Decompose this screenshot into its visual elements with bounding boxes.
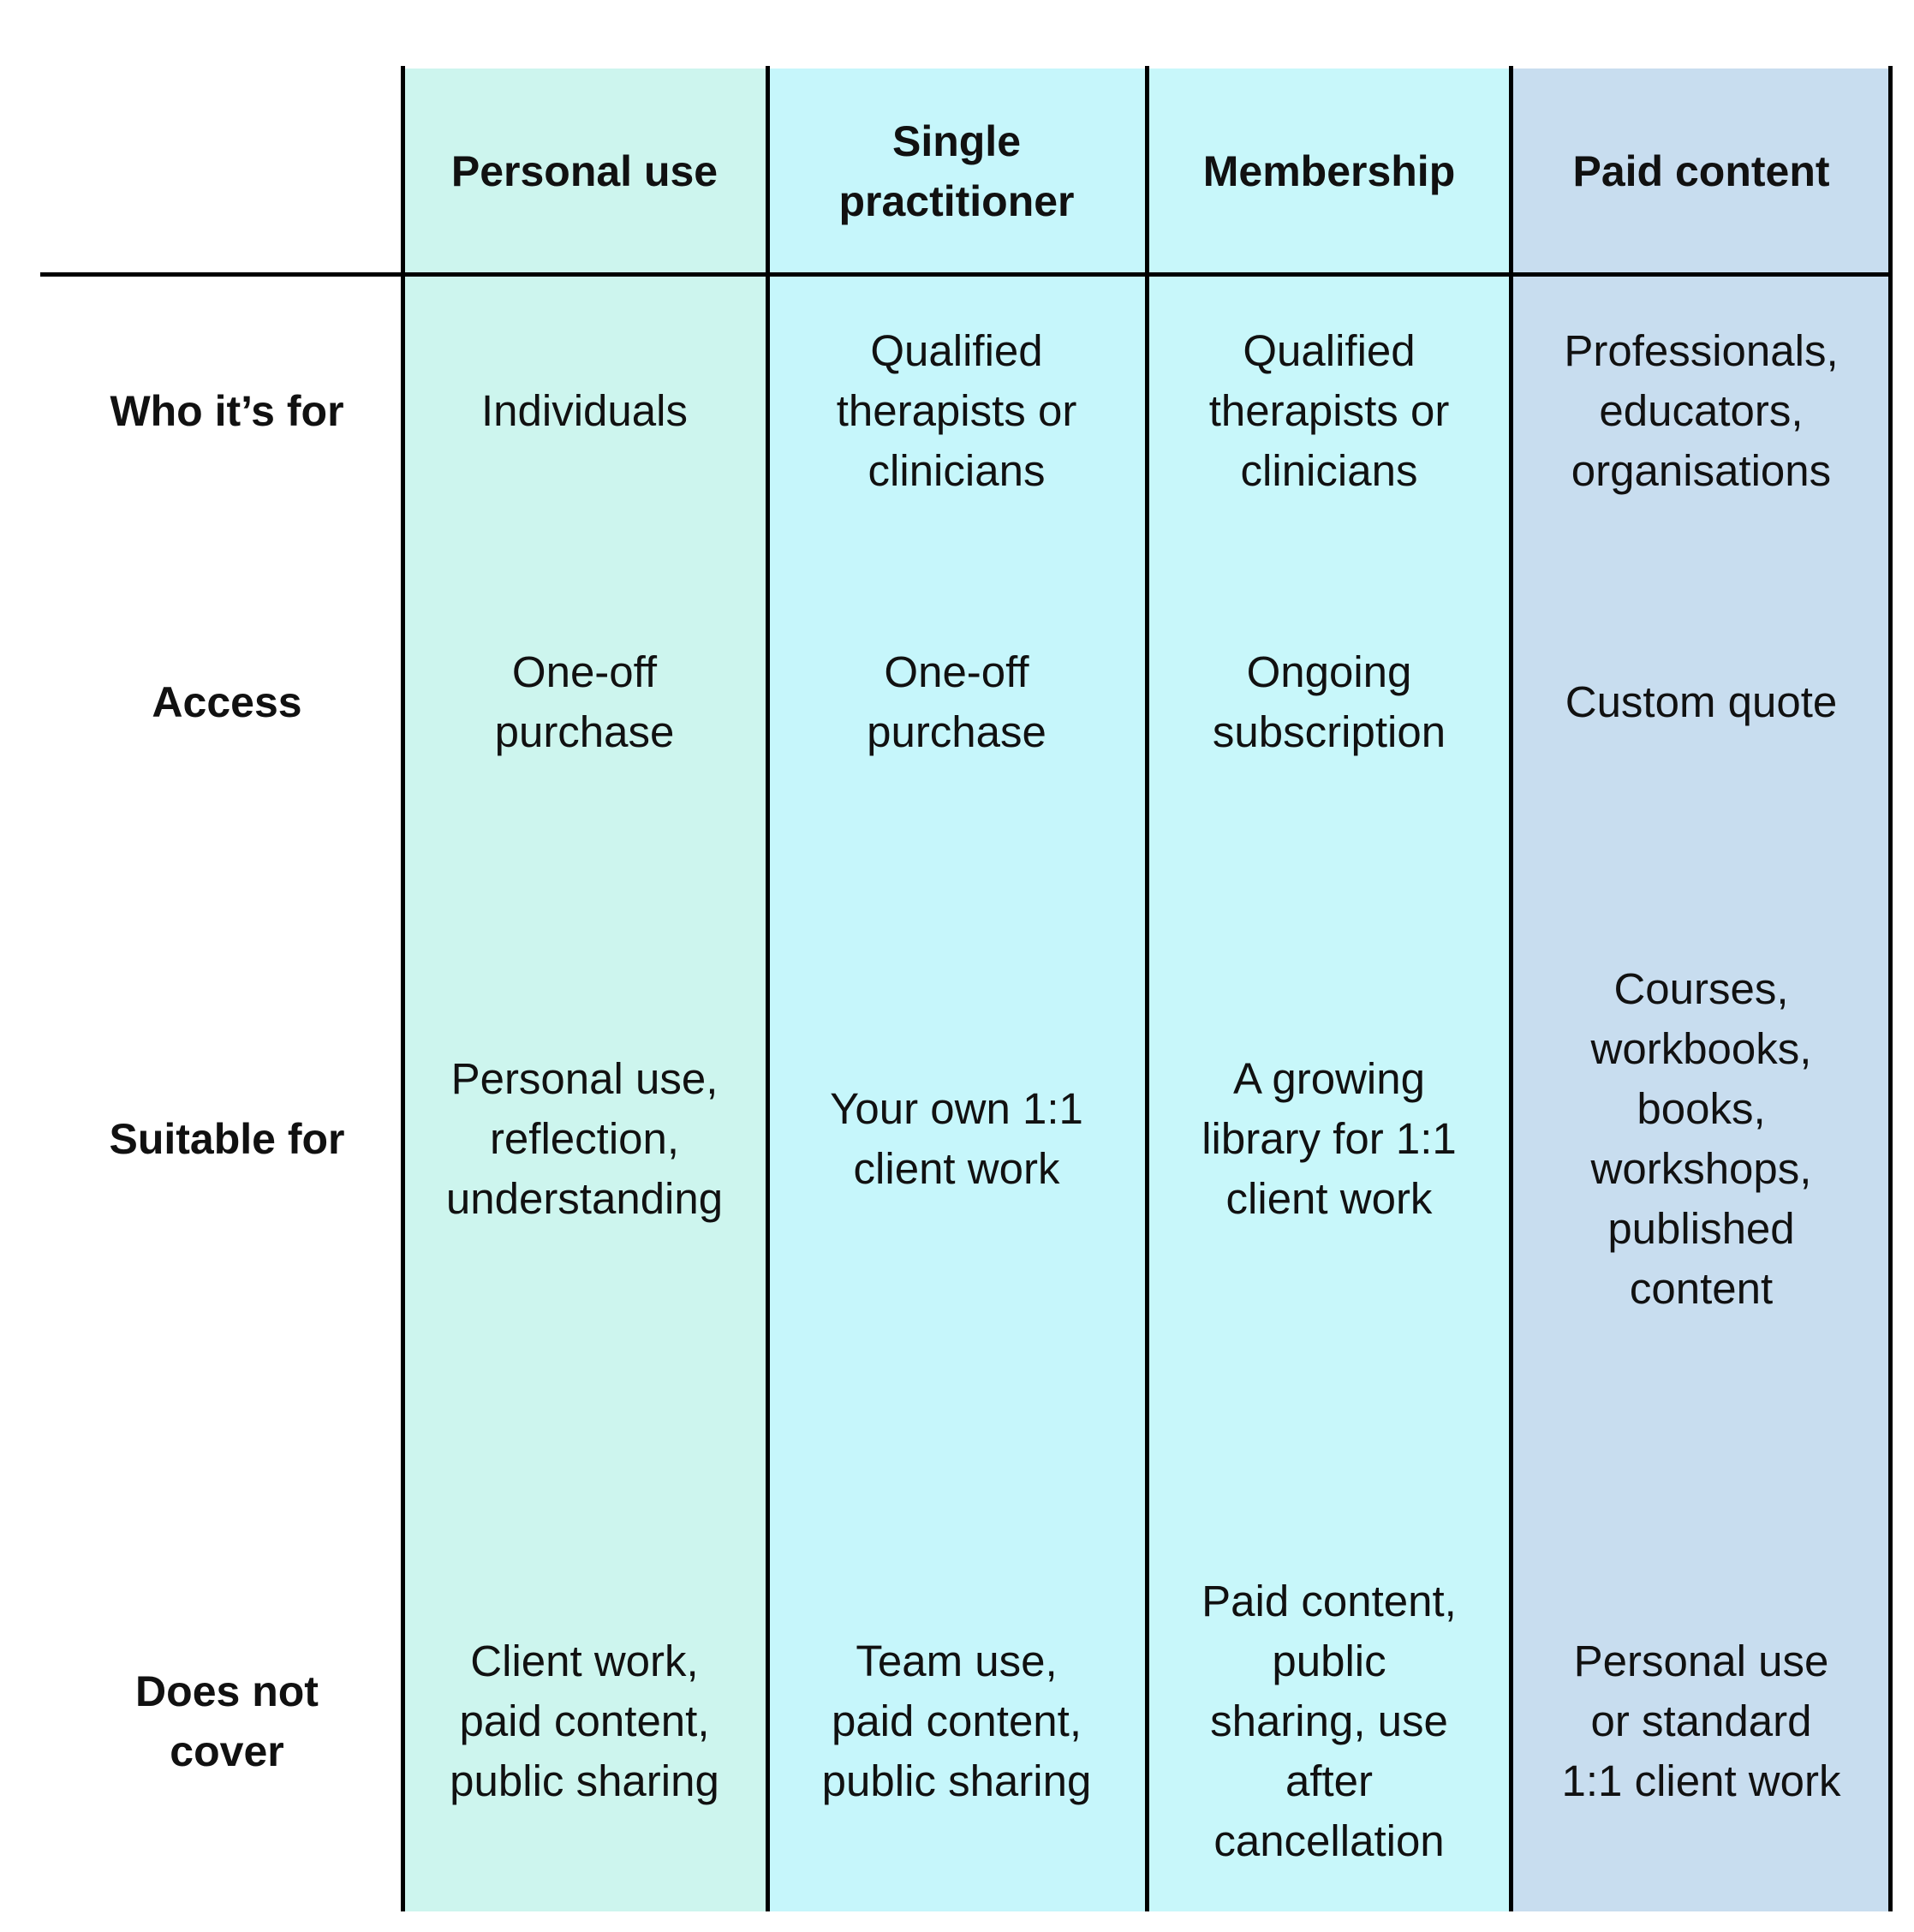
cell-suitable-personal: Personal use, reflection, understanding [445, 1054, 724, 1223]
cell-cover-personal: Client work, paid content, public sharin… [450, 1637, 719, 1805]
row-label-does-not-cover: Does not cover [135, 1667, 319, 1775]
cell-suitable-paid: Courses, workbooks, books, workshops, pu… [1590, 964, 1812, 1313]
row-label-access: Access [152, 678, 302, 726]
cell-cover-paid: Personal use or standard 1:1 client work [1561, 1637, 1841, 1805]
header-membership: Membership [1202, 147, 1456, 195]
cell-who-single: Qualified therapists or clinicians [836, 326, 1077, 495]
column-divider-line [1509, 66, 1513, 1911]
row-label-who-its-for: Who it’s for [110, 387, 344, 435]
row-label-suitable-for: Suitable for [109, 1115, 345, 1163]
cell-who-membership: Qualified therapists or clinicians [1208, 326, 1450, 495]
column-divider-line [766, 66, 770, 1911]
cell-access-membership: Ongoing subscription [1212, 647, 1446, 756]
cell-cover-single: Team use, paid content, public sharing [821, 1637, 1092, 1805]
column-divider-line [1145, 66, 1149, 1911]
cell-who-paid: Professionals, educators, organisations [1564, 326, 1839, 495]
column-band-paid-content [1512, 69, 1891, 1911]
header-paid-content: Paid content [1572, 147, 1830, 195]
header-single-practitioner: Single practitioner [838, 117, 1075, 225]
column-band-single-practitioner [766, 69, 1147, 1911]
column-band-personal-use [402, 69, 766, 1911]
cell-access-paid: Custom quote [1565, 677, 1838, 726]
cell-who-personal: Individuals [481, 386, 688, 435]
column-divider-line [401, 66, 405, 1911]
column-divider-line [1888, 66, 1893, 1911]
column-band-membership [1147, 69, 1512, 1911]
cell-cover-membership: Paid content, public sharing, use after … [1201, 1577, 1457, 1865]
header-divider-line [40, 272, 1893, 277]
cell-suitable-single: Your own 1:1 client work [830, 1084, 1083, 1193]
header-personal-use: Personal use [450, 147, 718, 195]
cell-access-single: One-off purchase [867, 647, 1046, 756]
cell-access-personal: One-off purchase [494, 647, 675, 756]
cell-suitable-membership: A growing library for 1:1 client work [1201, 1054, 1457, 1223]
